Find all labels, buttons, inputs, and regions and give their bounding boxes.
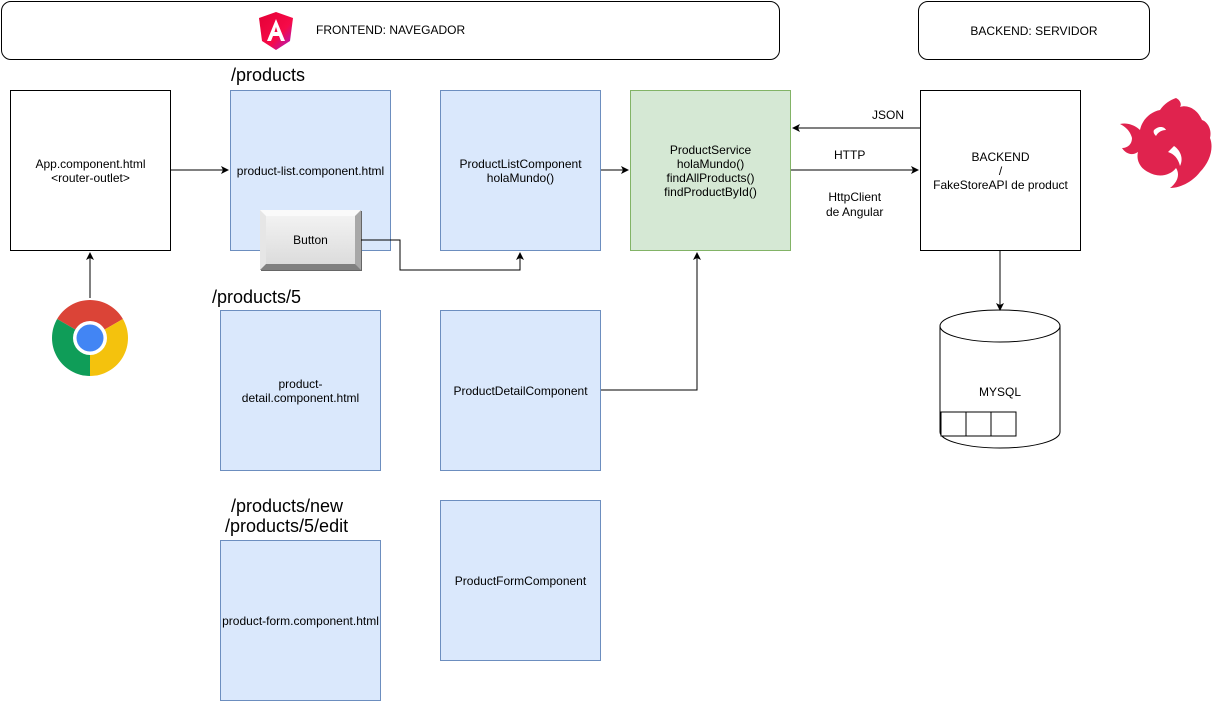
product-list-html-label: product-list.component.html (236, 163, 385, 178)
app-component-label: App.component.html <router-outlet> (35, 156, 146, 185)
http-label: HTTP (834, 148, 866, 162)
button-node[interactable]: Button (260, 210, 361, 270)
database-cylinder[interactable] (938, 308, 1064, 454)
product-form-html-node[interactable]: product-form.component.html (220, 540, 381, 701)
route-products: /products (231, 65, 306, 85)
product-detail-html-label: product- detail.component.html (241, 376, 360, 405)
product-detail-component-label: ProductDetailComponent (453, 383, 588, 398)
product-service-node[interactable]: ProductService holaMundo() findAllProduc… (630, 90, 791, 251)
product-list-component-label: ProductListComponent holaMundo() (459, 156, 582, 185)
chrome-logo-icon (52, 300, 128, 376)
product-form-component-node[interactable]: ProductFormComponent (440, 500, 601, 661)
product-detail-component-node[interactable]: ProductDetailComponent (440, 310, 601, 471)
database-label: MYSQL (978, 385, 1021, 399)
button-label: Button (293, 233, 328, 247)
httpclient-label: HttpClient de Angular (826, 190, 884, 219)
product-form-html-label: product-form.component.html (222, 613, 379, 628)
product-detail-html-node[interactable]: product- detail.component.html (220, 310, 381, 471)
route-product-new: /products/new (231, 496, 344, 516)
backend-node[interactable]: BACKEND / FakeStoreAPI de product (920, 90, 1081, 251)
product-list-component-node[interactable]: ProductListComponent holaMundo() (440, 90, 601, 251)
product-service-label: ProductService holaMundo() findAllProduc… (664, 142, 757, 199)
app-component-node[interactable]: App.component.html <router-outlet> (10, 90, 171, 251)
backend-label: BACKEND: SERVIDOR (970, 23, 1098, 38)
edge-detail-to-service (601, 252, 701, 391)
product-form-component-label: ProductFormComponent (454, 573, 587, 588)
backend-label-text: BACKEND / FakeStoreAPI de product (933, 149, 1068, 192)
route-product-edit: /products/5/edit (225, 516, 349, 536)
nestjs-logo-icon (1118, 96, 1214, 190)
frontend-header: FRONTEND: NAVEGADOR (1, 1, 780, 60)
backend-header: BACKEND: SERVIDOR (918, 1, 1150, 60)
frontend-label: FRONTEND: NAVEGADOR (316, 23, 466, 37)
json-label: JSON (872, 108, 905, 122)
route-product-detail: /products/5 (212, 287, 302, 307)
angular-logo-icon (257, 11, 295, 51)
